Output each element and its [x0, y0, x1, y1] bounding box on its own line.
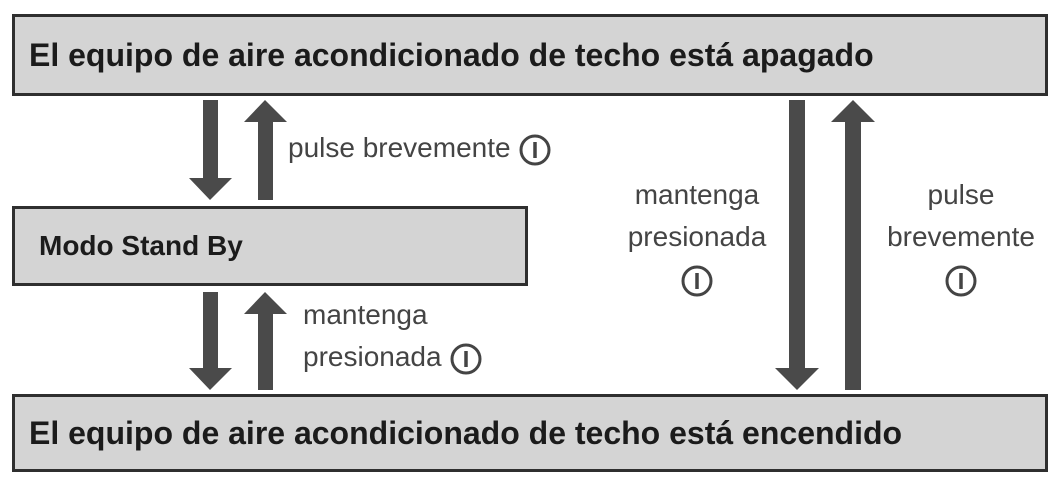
state-standby-label: Modo Stand By [39, 230, 243, 261]
arrow-off-to-standby [189, 100, 232, 200]
label-on-to-standby: mantenga presionada [303, 294, 483, 378]
state-off-box: El equipo de aire acondicionado de techo… [12, 14, 1048, 96]
state-off-label: El equipo de aire acondicionado de techo… [29, 36, 874, 73]
power-button-icon [519, 134, 551, 166]
power-button-icon [681, 265, 713, 297]
power-button-icon [945, 265, 977, 297]
state-standby-box: Modo Stand By [12, 206, 528, 286]
state-on-label: El equipo de aire acondicionado de techo… [29, 414, 903, 451]
label-standby-to-off: pulse brevemente [288, 127, 552, 169]
arrow-on-to-off [831, 100, 875, 390]
arrow-standby-to-on [189, 292, 232, 390]
arrow-standby-to-off [244, 100, 287, 200]
label-off-to-on: mantenga presionada [612, 174, 782, 300]
label-on-to-off: pulse brevemente [876, 174, 1046, 300]
power-button-icon [450, 343, 482, 375]
arrow-on-to-standby [244, 292, 287, 390]
arrow-off-to-on [775, 100, 819, 390]
state-on-box: El equipo de aire acondicionado de techo… [12, 394, 1048, 472]
